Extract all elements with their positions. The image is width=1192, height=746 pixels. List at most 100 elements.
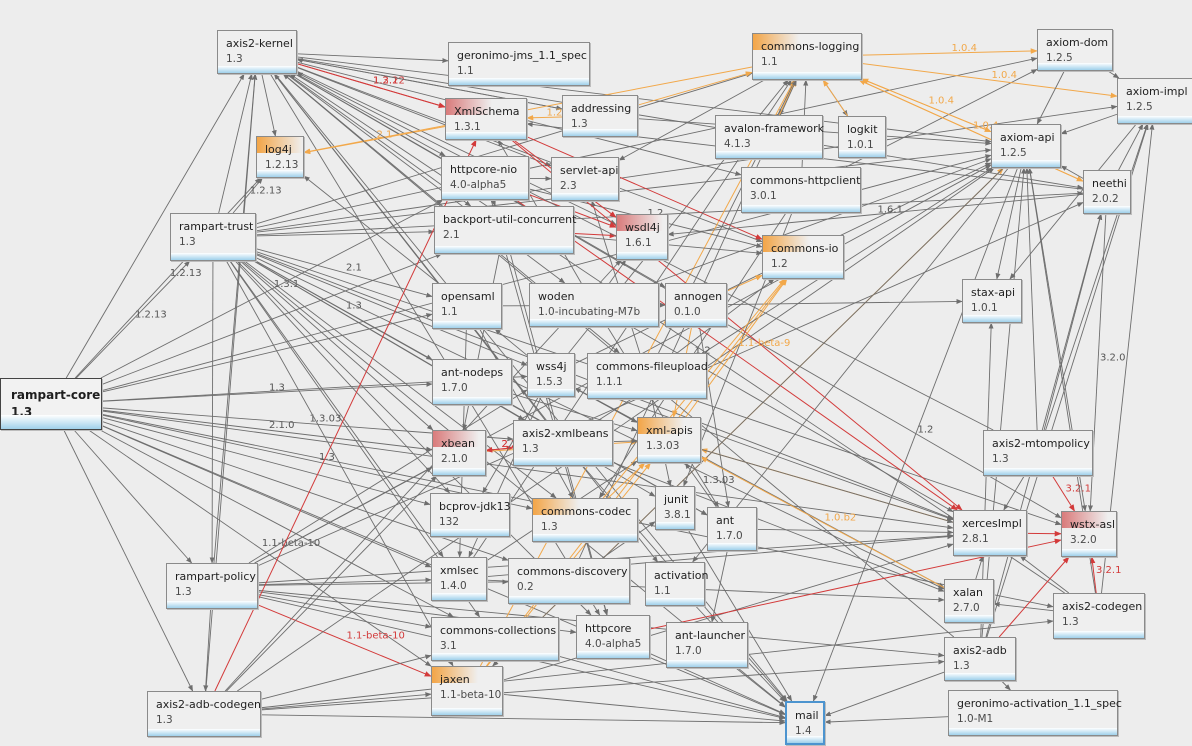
node-footer-bar [514, 458, 612, 465]
edge-axis2-adb-codegen-to-axiom-api [237, 167, 995, 692]
edge-rampart-core-to-opensaml [101, 313, 433, 393]
node-name: mail [795, 709, 819, 722]
node-footer-bar [787, 736, 823, 743]
edge-rampart-core-to-log4j [74, 177, 261, 379]
edge-rampart-trust-to-wss4j [255, 254, 528, 366]
edge-commons-logging-to-servlet-api [618, 79, 765, 161]
node-version: 1.2.5 [1046, 52, 1073, 64]
edge-rampart-trust-to-jaxen [226, 260, 454, 667]
node-footer-bar [763, 271, 843, 278]
node-version: 1.1 [441, 306, 458, 318]
node-version: 1.3 [522, 443, 539, 455]
node-footer-bar [945, 615, 993, 622]
edge-axis2-adb-codegen-to-xbean [226, 475, 437, 692]
edge-rampart-trust-to-neethi [255, 190, 1084, 236]
node-version: 1.5.3 [536, 376, 563, 388]
edge-axiom-dom-to-axiom-api [1036, 70, 1065, 125]
node-version: 1.4 [795, 725, 812, 737]
node-footer-bar [1062, 549, 1116, 556]
edge-rampart-trust-to-xbean [240, 260, 434, 431]
edge-label: 1.2 [648, 208, 664, 219]
node-highlight [753, 34, 799, 50]
edge-label: 1.1-beta-10 [347, 631, 405, 642]
node-version: 1.1 [761, 56, 778, 68]
edge-label: 1.3.2 [373, 75, 398, 86]
node-version: 132 [439, 516, 460, 528]
node-name: xbean [441, 437, 475, 450]
node-highlight [446, 99, 492, 115]
node-footer-bar [963, 315, 1021, 322]
node-footer-bar [528, 389, 574, 396]
node-name: avalon-framework [724, 122, 824, 135]
node-footer-bar [257, 170, 303, 177]
node-name: logkit [847, 123, 878, 136]
edge-xml-apis-to-xercesimpl [700, 448, 954, 524]
edge-axis2-kernel-to-log4j [261, 73, 277, 137]
edge-axis2-adb-codegen-to-axis2-adb [260, 659, 945, 711]
node-footer-bar [167, 601, 257, 608]
edge-commons-collections-to-mail [558, 655, 786, 719]
node-name: woden [538, 290, 575, 303]
node-mail[interactable]: mail 1.4 [785, 701, 825, 745]
node-version: 1.3 [541, 521, 558, 533]
edge-axis2-codegen-to-xercesimpl [1019, 555, 1070, 594]
edge-label: 1.3 [319, 452, 335, 463]
node-highlight [432, 667, 478, 683]
node-footer-bar [432, 593, 486, 600]
edge-axis2-adb-codegen-to-xmlschema [214, 139, 477, 692]
node-version: 2.0.2 [1092, 193, 1119, 205]
edge-label: 1.2.12 [373, 75, 405, 86]
